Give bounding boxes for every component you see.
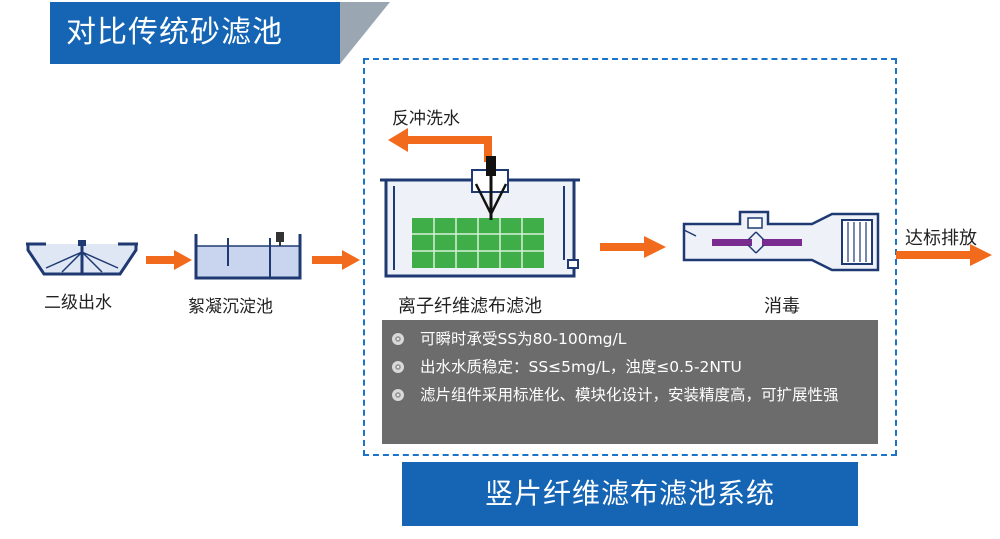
backwash-label: 反冲洗水: [392, 109, 460, 129]
feature-item: 可瞬时承受SS为80-100mg/L: [392, 328, 868, 350]
feature-item: 出水水质稳定：SS≤5mg/L，浊度≤0.5-2NTU: [392, 356, 868, 378]
flow-arrow-3: [600, 236, 666, 258]
feature-item: 滤片组件采用标准化、模块化设计，安装精度高，可扩展性强: [392, 384, 868, 406]
bullet-icon: [392, 361, 404, 373]
bullet-icon: [392, 389, 404, 401]
feature-text: 可瞬时承受SS为80-100mg/L: [420, 330, 627, 348]
discharge-arrow: [896, 244, 992, 266]
feature-text: 出水水质稳定：SS≤5mg/L，浊度≤0.5-2NTU: [420, 358, 742, 376]
system-banner: 竖片纤维滤布滤池系统: [402, 462, 858, 526]
backwash-arrow: [388, 128, 492, 162]
flow-arrow-2: [312, 250, 360, 270]
feature-list: 可瞬时承受SS为80-100mg/L 出水水质稳定：SS≤5mg/L，浊度≤0.…: [382, 320, 878, 444]
fiber-cloth-filter-icon: [380, 156, 580, 278]
secondary-effluent-tank-icon: [26, 240, 138, 276]
fiber-cloth-filter-label: 离子纤维滤布滤池: [398, 296, 542, 317]
comparison-banner: 对比传统砂滤池: [50, 2, 340, 64]
banner-shadow: [340, 2, 390, 64]
disinfection-label: 消毒: [764, 296, 800, 317]
uv-disinfection-icon: [682, 210, 880, 272]
bullet-icon: [392, 333, 404, 345]
flocculation-tank-icon: [194, 232, 302, 280]
secondary-effluent-label: 二级出水: [44, 293, 112, 313]
flow-arrow-1: [146, 250, 192, 270]
comparison-banner-title: 对比传统砂滤池: [66, 15, 283, 50]
feature-text: 滤片组件采用标准化、模块化设计，安装精度高，可扩展性强: [420, 386, 839, 404]
discharge-label: 达标排放: [905, 228, 977, 249]
flocculation-tank-label: 絮凝沉淀池: [188, 297, 273, 317]
system-banner-title: 竖片纤维滤布滤池系统: [484, 477, 775, 510]
